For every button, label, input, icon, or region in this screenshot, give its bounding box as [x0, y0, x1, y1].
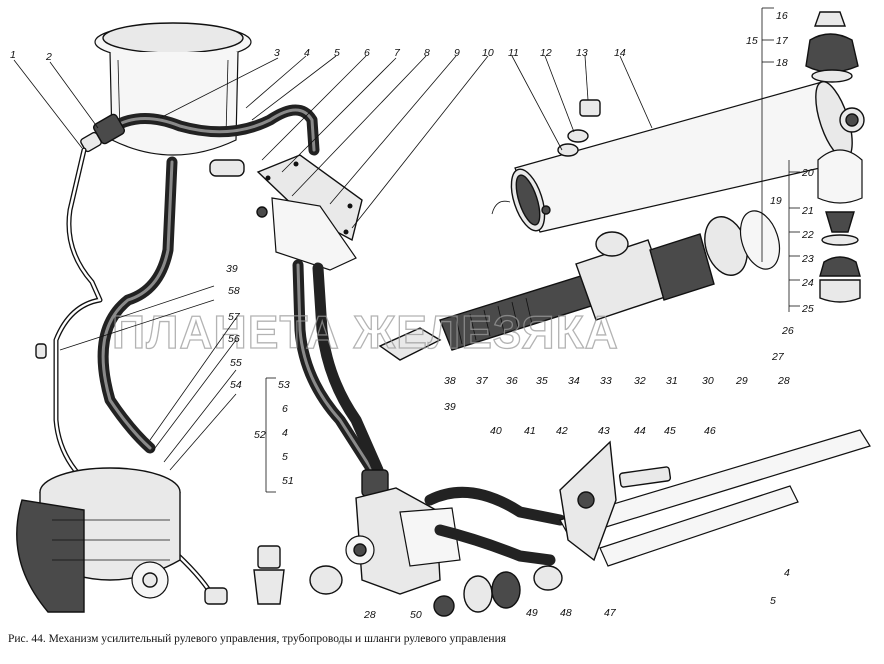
callout-55: 55 — [230, 357, 242, 369]
callout-11: 11 — [508, 47, 519, 59]
callout-10: 10 — [482, 47, 494, 59]
cylinder-fitting — [557, 99, 601, 157]
callout-14: 14 — [614, 47, 626, 59]
callout-22: 22 — [801, 229, 814, 241]
callout-30: 30 — [702, 375, 714, 387]
callout-35: 35 — [536, 375, 548, 387]
callout-15: 15 — [746, 35, 758, 47]
power-cylinder — [491, 81, 865, 233]
callout-37: 37 — [476, 375, 489, 387]
callout-47: 47 — [604, 607, 617, 619]
callout-33: 33 — [600, 375, 612, 387]
callout-27: 27 — [771, 351, 785, 363]
callout-17: 17 — [776, 35, 789, 47]
callout-2: 2 — [45, 51, 52, 63]
callout-1: 1 — [10, 49, 16, 61]
pressure-hose — [292, 259, 389, 497]
callout-53: 53 — [278, 379, 290, 391]
figure-caption: Рис. 44. Механизм усилительный рулевого … — [8, 633, 507, 645]
callout-49: 49 — [526, 607, 538, 619]
callout-54: 54 — [230, 379, 242, 391]
steering-diagram: ПЛАНЕТА ЖЕЛЕЗЯКА — [10, 7, 871, 621]
callout-19: 19 — [770, 195, 782, 207]
callout-3: 3 — [274, 47, 280, 59]
tie-rod-parts — [253, 545, 563, 617]
callout-5-right: 5 — [770, 595, 776, 607]
mounting-bracket — [256, 154, 363, 271]
oil-reservoir — [94, 22, 252, 177]
callout-38: 38 — [444, 375, 456, 387]
callout-4: 4 — [304, 47, 310, 59]
leader-lines — [13, 7, 800, 493]
steering-gear-box — [345, 486, 566, 595]
callout-26: 26 — [781, 325, 794, 337]
callout-9: 9 — [454, 47, 460, 59]
callout-40: 40 — [490, 425, 502, 437]
callout-28-bottom: 28 — [363, 609, 376, 621]
callout-12: 12 — [540, 47, 552, 59]
callout-42: 42 — [556, 425, 568, 437]
callout-16: 16 — [776, 10, 788, 22]
callout-18: 18 — [776, 57, 788, 69]
callout-46: 46 — [704, 425, 716, 437]
callout-43: 43 — [598, 425, 610, 437]
callout-56: 56 — [228, 333, 240, 345]
callout-31: 31 — [666, 375, 678, 387]
steering-pump — [16, 467, 181, 613]
callout-39-left: 39 — [226, 263, 238, 275]
callout-48: 48 — [560, 607, 572, 619]
callout-50: 50 — [410, 609, 422, 621]
piston-assembly — [378, 210, 781, 361]
callout-labels: 1 2 3 4 5 6 7 8 9 10 11 12 13 14 15 16 1… — [10, 10, 814, 621]
callout-24: 24 — [801, 277, 814, 289]
callout-51: 51 — [282, 475, 294, 487]
callout-21: 21 — [801, 205, 814, 217]
ball-joint-stack — [805, 11, 863, 303]
callout-4-right: 4 — [784, 567, 790, 579]
return-hose — [80, 104, 320, 156]
callout-5-lower: 5 — [282, 451, 288, 463]
callout-6: 6 — [364, 47, 370, 59]
callout-39-bottom: 39 — [444, 401, 456, 413]
callout-34: 34 — [568, 375, 580, 387]
callout-7: 7 — [394, 47, 401, 59]
callout-44: 44 — [634, 425, 646, 437]
callout-41: 41 — [524, 425, 536, 437]
callout-13: 13 — [576, 47, 588, 59]
callout-6-lower: 6 — [282, 403, 288, 415]
callout-23: 23 — [801, 253, 814, 265]
callout-20: 20 — [801, 167, 814, 179]
callout-52: 52 — [254, 429, 266, 441]
callout-45: 45 — [664, 425, 676, 437]
callout-5: 5 — [334, 47, 340, 59]
callout-58: 58 — [228, 285, 240, 297]
callout-8: 8 — [424, 47, 430, 59]
callout-4-lower: 4 — [282, 427, 288, 439]
drag-link — [559, 429, 871, 567]
watermark: ПЛАНЕТА ЖЕЛЕЗЯКА — [112, 306, 619, 358]
callout-32: 32 — [634, 375, 646, 387]
callout-36: 36 — [506, 375, 518, 387]
callout-25: 25 — [801, 303, 814, 315]
callout-57: 57 — [228, 311, 241, 323]
callout-29: 29 — [735, 375, 748, 387]
callout-28-right: 28 — [777, 375, 790, 387]
